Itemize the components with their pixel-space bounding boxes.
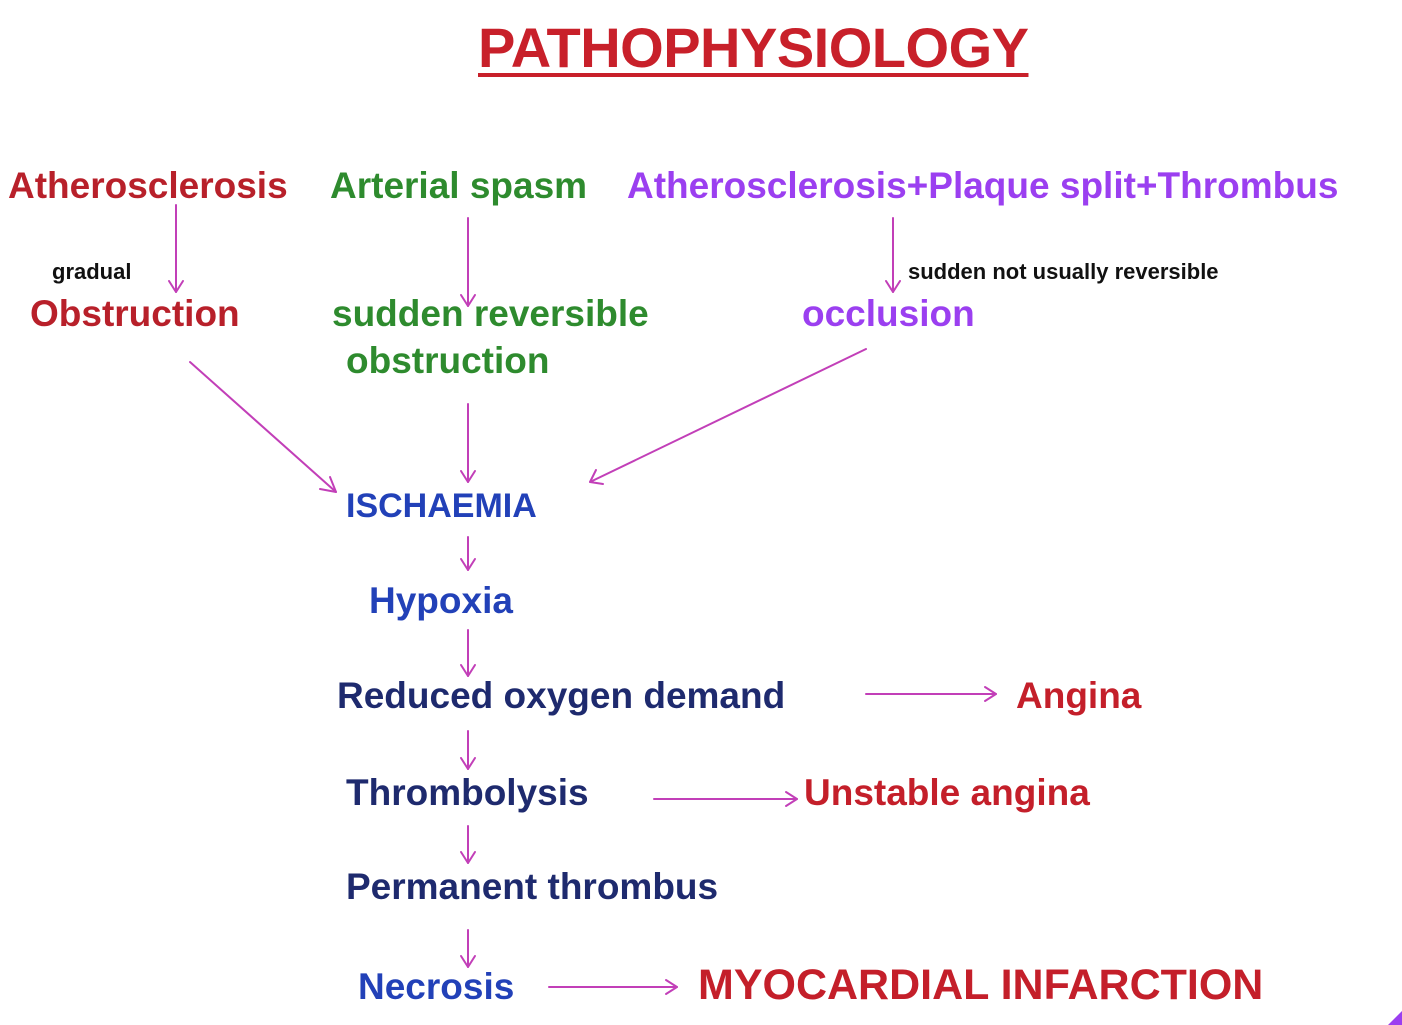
chain-hypoxia: Hypoxia [369, 580, 513, 621]
note-sudden-not-reversible: sudden not usually reversible [908, 259, 1219, 284]
arrow-reduced-oxygen-to-angina [865, 686, 997, 702]
cause-plaque-split-thrombus: Atherosclerosis+Plaque split+Thrombus [627, 165, 1339, 206]
chain-thrombolysis: Thrombolysis [346, 772, 589, 813]
chain-necrosis: Necrosis [358, 966, 515, 1007]
arrow-spasm-to-sudden-reversible [460, 217, 476, 307]
effect-sudden-reversible-line1: sudden reversible [332, 293, 649, 334]
chain-permanent-thrombus: Permanent thrombus [346, 866, 719, 907]
chain-ischaemia: ISCHAEMIA [346, 487, 537, 525]
effect-obstruction: Obstruction [30, 293, 240, 334]
arrow-ischaemia-to-hypoxia [460, 536, 476, 571]
chain-reduced-oxygen-demand: Reduced oxygen demand [337, 675, 786, 716]
arrow-permanent-thrombus-to-necrosis [460, 929, 476, 968]
note-gradual: gradual [52, 259, 132, 284]
arrow-sudden-obstruction-to-ischaemia [460, 403, 476, 483]
cause-arterial-spasm: Arterial spasm [330, 165, 588, 206]
arrow-occlusion-to-ischaemia [589, 348, 867, 485]
slide-corner-decoration [1388, 1011, 1402, 1025]
arrow-necrosis-to-mi [548, 979, 678, 995]
arrow-obstruction-to-ischaemia [189, 361, 337, 493]
arrow-thrombolysis-to-permanent-thrombus [460, 825, 476, 864]
arrow-reduced-oxygen-to-thrombolysis [460, 730, 476, 770]
outcome-unstable-angina: Unstable angina [804, 772, 1090, 813]
page-title: PATHOPHYSIOLOGY [478, 16, 1029, 79]
effect-sudden-reversible-line2: obstruction [346, 340, 550, 381]
effect-occlusion: occlusion [802, 293, 975, 334]
cause-atherosclerosis: Atherosclerosis [8, 165, 288, 206]
arrow-thrombolysis-to-unstable-angina [653, 791, 798, 807]
arrow-plaque-to-occlusion [885, 217, 901, 293]
arrow-hypoxia-to-reduced-oxygen [460, 629, 476, 677]
outcome-myocardial-infarction: MYOCARDIAL INFARCTION [698, 961, 1264, 1009]
arrow-atherosclerosis-to-obstruction [168, 204, 184, 293]
outcome-angina: Angina [1016, 675, 1142, 716]
